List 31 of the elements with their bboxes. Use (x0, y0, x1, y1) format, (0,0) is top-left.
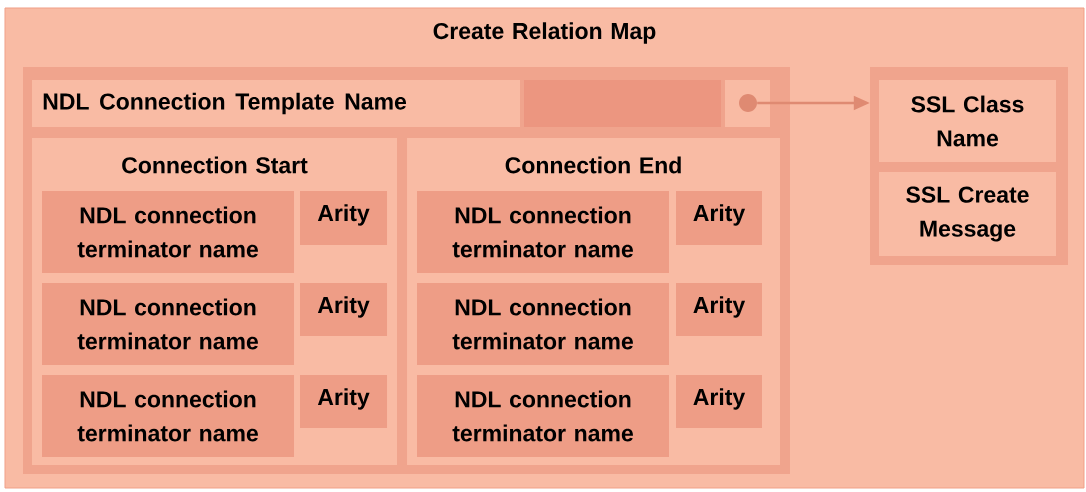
box-label: Arity (317, 388, 370, 410)
box-label: NDL connection terminator name (77, 390, 258, 442)
arity-box (300, 375, 387, 428)
terminator-box (42, 375, 294, 457)
box-label: NDL connection terminator name (77, 206, 258, 258)
terminator-box (417, 191, 669, 273)
terminator-box (417, 283, 669, 365)
box-label: Arity (317, 204, 370, 226)
box-label: Arity (693, 388, 746, 410)
arity-box (676, 375, 762, 428)
heading: Create Relation Map (433, 22, 656, 44)
terminator-box (417, 375, 669, 457)
heading: Connection End (505, 156, 681, 174)
port-dot (739, 94, 757, 112)
box-label: SSL Create Message (906, 186, 1029, 242)
box-label: NDL connection terminator name (77, 298, 258, 350)
terminator-box (42, 191, 294, 273)
box-label: Arity (317, 296, 370, 318)
box-label: NDL connection terminator name (452, 206, 633, 258)
heading: Connection Start (122, 156, 308, 174)
box-label: Arity (693, 204, 746, 226)
arity-box (676, 283, 762, 336)
box-label: SSL Class Name (911, 95, 1024, 147)
terminator-box (42, 283, 294, 365)
box-label: NDL Connection Template Name (43, 92, 407, 115)
box-label: NDL connection terminator name (452, 298, 633, 350)
arity-box (676, 191, 762, 245)
arity-box (300, 283, 387, 336)
arity-box (300, 191, 387, 245)
box-label: Arity (693, 296, 746, 318)
box-label: NDL connection terminator name (452, 390, 633, 442)
